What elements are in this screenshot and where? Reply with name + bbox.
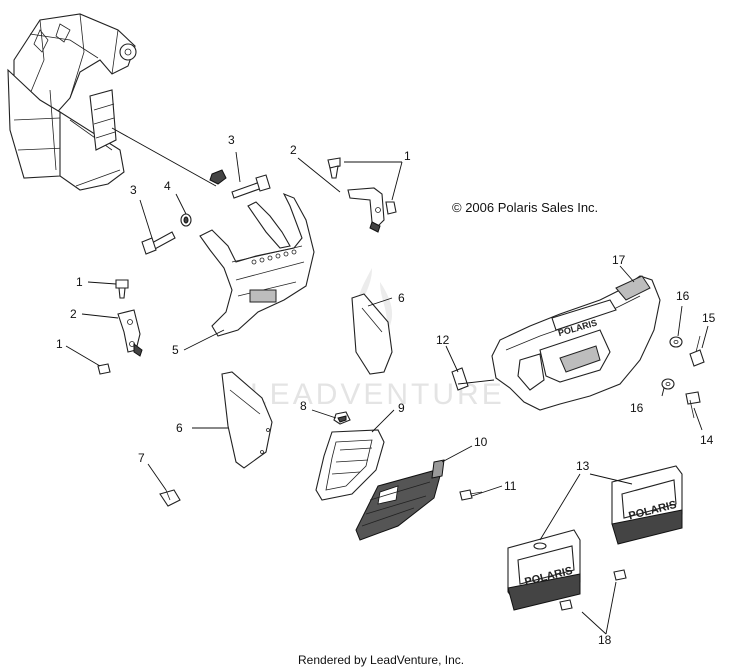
callout-3-left: 3: [130, 183, 137, 197]
callout-10: 10: [474, 435, 488, 449]
callout-2-left: 2: [70, 307, 77, 321]
callout-2-top: 2: [290, 143, 297, 157]
callout-6-right: 6: [398, 291, 405, 305]
cover-lower-part: POLARIS: [507, 529, 581, 611]
side-panel-left-part: [221, 371, 273, 469]
side-panel-right-part: [351, 293, 393, 375]
grille-frame-part: [315, 429, 385, 501]
callout-17: 17: [612, 253, 626, 267]
callout-3-top: 3: [228, 133, 235, 147]
fasteners: [97, 157, 705, 611]
callout-4: 4: [164, 179, 171, 193]
callout-1-left: 1: [76, 275, 83, 289]
callout-16-bottom: 16: [630, 401, 644, 415]
copyright-text: © 2006 Polaris Sales Inc.: [452, 200, 598, 215]
callout-9: 9: [398, 401, 405, 415]
front-bumper-part: POLARIS: [491, 275, 661, 411]
decal-part: [451, 367, 469, 391]
callout-labels: 1 2 3 3 4 1 2 1 5 6 6 7 8 9 10 11 12 13 …: [56, 133, 716, 647]
callout-14: 14: [700, 433, 714, 447]
callout-18: 18: [598, 633, 612, 647]
callout-5: 5: [172, 343, 179, 357]
callout-15: 15: [702, 311, 716, 325]
callout-1-bottom: 1: [56, 337, 63, 351]
bracket-left-part: [117, 309, 143, 357]
footer-text: Rendered by LeadVenture, Inc.: [298, 653, 464, 667]
callout-8: 8: [300, 399, 307, 413]
bumper-frame-part: [199, 192, 315, 337]
callout-6-left: 6: [176, 421, 183, 435]
callout-16-top: 16: [676, 289, 690, 303]
mesh-part: [355, 459, 445, 541]
frame-part: [7, 13, 217, 191]
leader-lines: [65, 151, 709, 635]
callout-1-top: 1: [404, 149, 411, 163]
callout-12: 12: [436, 333, 450, 347]
callout-7: 7: [138, 451, 145, 465]
cover-upper-part: POLARIS: [611, 465, 683, 545]
bracket-top-part: [347, 187, 385, 233]
callout-11: 11: [504, 479, 517, 493]
callout-13: 13: [576, 459, 590, 473]
